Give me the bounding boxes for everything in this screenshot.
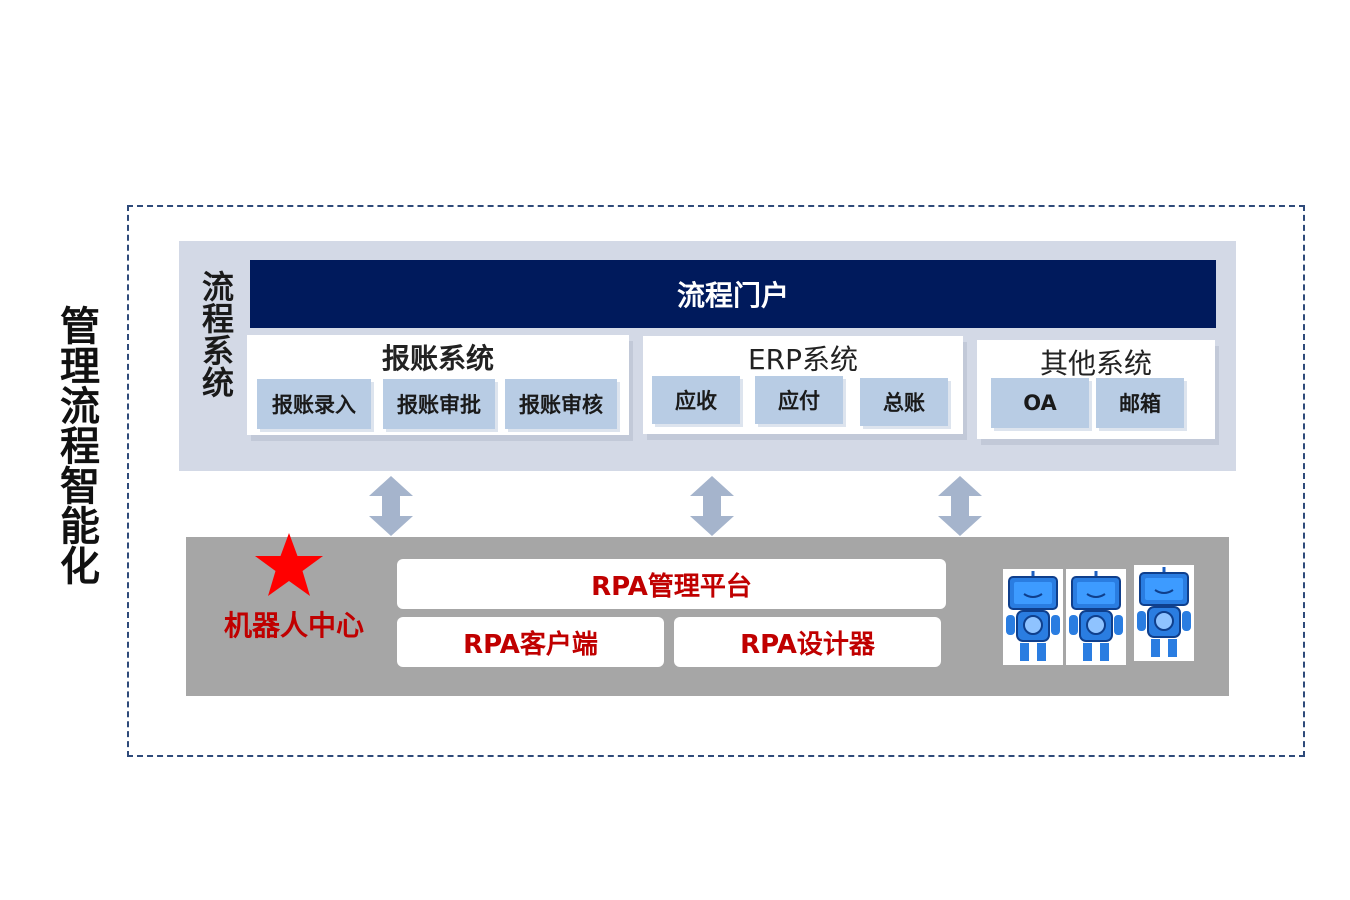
expense-system-box: 报账系统 报账录入 报账审批 报账审核 bbox=[247, 335, 629, 435]
robot-icon bbox=[1003, 569, 1063, 665]
module-oa[interactable]: OA bbox=[991, 378, 1089, 428]
process-system-label: 流程系统 bbox=[197, 270, 235, 398]
module-expense-entry[interactable]: 报账录入 bbox=[257, 379, 371, 429]
robot-icon bbox=[1066, 569, 1126, 665]
erp-system-title: ERP系统 bbox=[747, 343, 859, 376]
star-icon bbox=[255, 533, 323, 596]
module-general-ledger[interactable]: 总账 bbox=[860, 378, 948, 426]
rpa-management-platform[interactable]: RPA管理平台 bbox=[397, 559, 946, 609]
module-mailbox[interactable]: 邮箱 bbox=[1096, 378, 1184, 428]
robot-center-label: 机器人中心 bbox=[223, 609, 364, 642]
double-arrow-icon bbox=[690, 476, 734, 536]
module-payable[interactable]: 应付 bbox=[755, 376, 843, 424]
rpa-client[interactable]: RPA客户端 bbox=[397, 617, 664, 667]
module-expense-approval[interactable]: 报账审批 bbox=[383, 379, 495, 429]
outer-dashed-frame bbox=[127, 205, 1305, 757]
robot-icon bbox=[1134, 565, 1194, 661]
expense-system-title: 报账系统 bbox=[381, 342, 494, 375]
double-arrow-icon bbox=[369, 476, 413, 536]
double-arrow-icon bbox=[938, 476, 982, 536]
module-expense-audit[interactable]: 报账审核 bbox=[505, 379, 617, 429]
rpa-designer[interactable]: RPA设计器 bbox=[674, 617, 941, 667]
other-system-title: 其他系统 bbox=[1039, 347, 1152, 380]
process-portal-bar[interactable]: 流程门户 bbox=[250, 260, 1216, 328]
erp-system-box: ERP系统 应收 应付 总账 bbox=[643, 336, 963, 434]
module-receivable[interactable]: 应收 bbox=[652, 376, 740, 424]
side-title: 管理流程智能化 bbox=[53, 305, 99, 585]
other-system-box: 其他系统 OA 邮箱 bbox=[977, 340, 1215, 439]
